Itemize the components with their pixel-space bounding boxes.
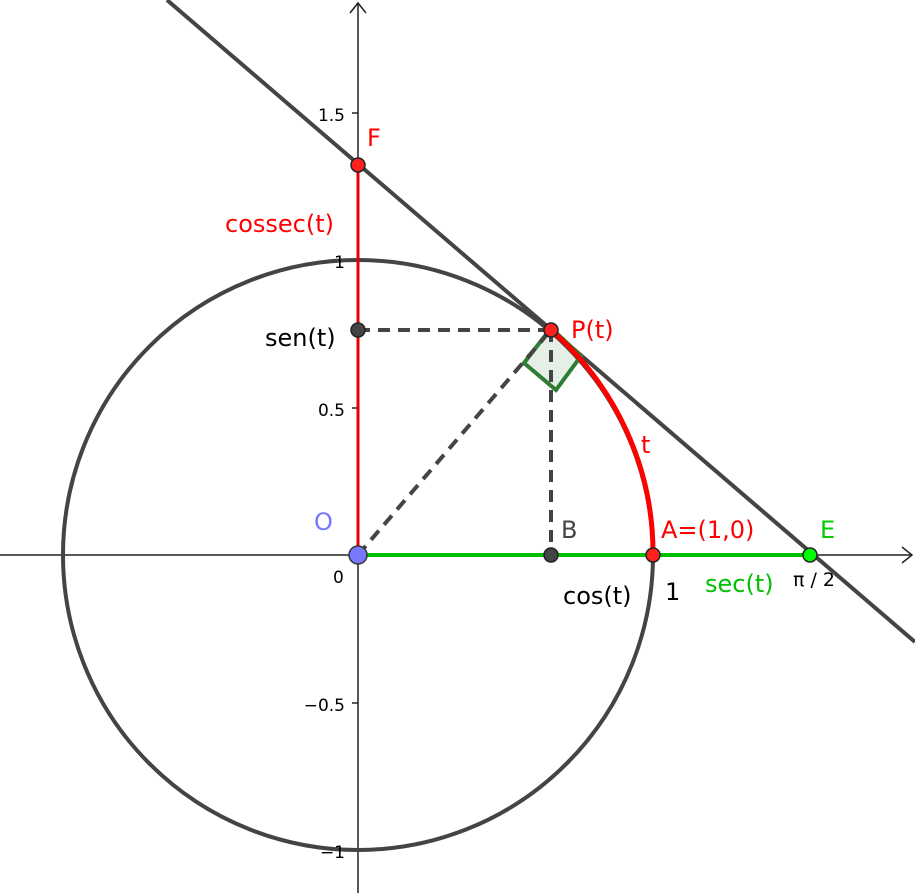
tick-label-y-1: 1 — [334, 253, 345, 273]
label-A: A=(1,0) — [661, 516, 754, 544]
arc-t — [549, 328, 656, 556]
point-O[interactable] — [348, 545, 368, 565]
point-sen[interactable] — [350, 322, 366, 338]
label-sec: sec(t) — [705, 570, 774, 598]
label-cos: cos(t) — [563, 582, 632, 610]
tick-label-x-pi-half: π / 2 — [793, 569, 835, 591]
tick-label-y-neg-1: −1 — [320, 843, 345, 863]
label-cossec: cossec(t) — [225, 210, 334, 238]
tick-label-y-neg-0-5: −0.5 — [304, 696, 345, 716]
y-axis-arrow-icon — [349, 1, 367, 14]
point-A[interactable] — [645, 547, 661, 563]
radius-op — [356, 328, 553, 557]
tick-label-x-1: 1 — [665, 578, 680, 606]
label-E: E — [820, 516, 835, 544]
tick-marks — [352, 112, 809, 851]
dashed-segments — [356, 328, 553, 557]
label-B: B — [561, 516, 577, 544]
point-F[interactable] — [350, 157, 366, 173]
tick-label-y-1-5: 1.5 — [318, 106, 345, 126]
point-B[interactable] — [543, 547, 559, 563]
label-F: F — [367, 124, 381, 152]
tangent-line — [165, 0, 915, 644]
tick-label-x-0: 0 — [333, 568, 344, 588]
label-t: t — [641, 431, 650, 459]
label-P: P(t) — [571, 316, 614, 344]
label-sen: sen(t) — [265, 324, 336, 352]
point-P[interactable] — [543, 322, 559, 338]
point-E[interactable] — [802, 547, 818, 563]
label-O: O — [314, 508, 333, 536]
x-axis-arrow-icon — [901, 546, 914, 564]
tick-label-y-0-5: 0.5 — [318, 401, 345, 421]
